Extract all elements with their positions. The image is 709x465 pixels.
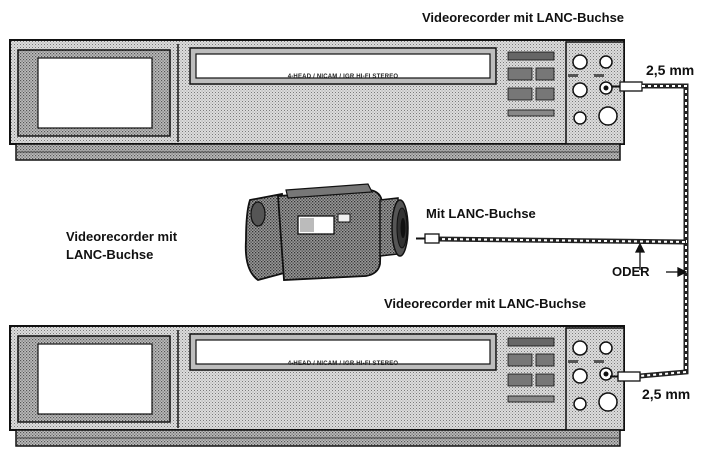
or-arrows	[634, 242, 688, 278]
label-left-line1: Videorecorder mit	[66, 229, 178, 244]
vcr-bottom-cassette-label: 4-HEAD / NICAM / IGR HI-FI STEREO	[288, 361, 399, 367]
camcorder-icon	[244, 183, 409, 281]
label-camera-lanc: Mit LANC-Buchse	[426, 206, 536, 221]
label-plug-top: 2,5 mm	[646, 62, 695, 78]
vcr-top-cassette-label: 4-HEAD / NICAM / IGR HI-FI STEREO	[288, 74, 399, 80]
label-or: ODER	[612, 264, 650, 279]
plug-bottom	[610, 371, 641, 382]
label-left-line2: LANC-Buchse	[66, 247, 154, 262]
lanc-cable	[435, 83, 689, 379]
plug-camera	[416, 233, 440, 244]
vcr-top: 4-HEAD / NICAM / IGR HI-FI STEREO	[10, 40, 624, 160]
label-plug-bottom: 2,5 mm	[642, 386, 691, 402]
vcr-bottom: 4-HEAD / NICAM / IGR HI-FI STEREO	[10, 326, 624, 446]
label-vcr-bottom: Videorecorder mit LANC-Buchse	[384, 296, 587, 311]
label-vcr-top: Videorecorder mit LANC-Buchse	[422, 10, 625, 25]
